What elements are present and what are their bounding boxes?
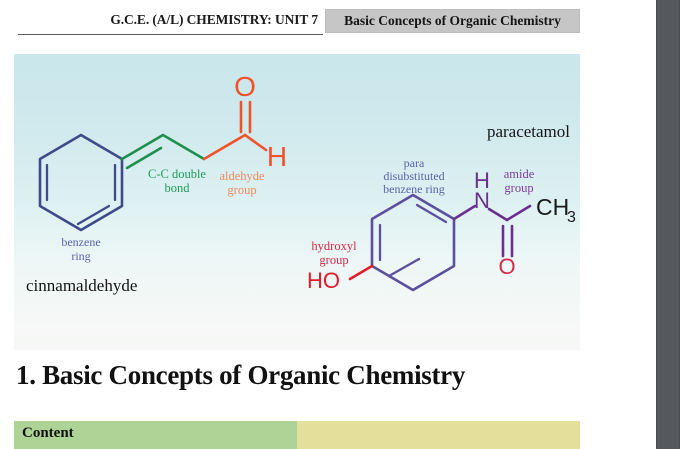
content-table-header-row: Content [14, 421, 580, 449]
svg-text:para: para [404, 156, 425, 170]
svg-text:amide: amide [504, 167, 535, 181]
molecule-cinnamaldehyde: O H benzene ring C-C double bond aldehyd… [26, 71, 287, 295]
annotation-cc-double-bond: C-C double bond [148, 167, 206, 195]
annotation-amide-group: amide group [504, 167, 535, 195]
svg-text:bond: bond [165, 181, 191, 195]
svg-text:3: 3 [567, 209, 576, 226]
svg-text:disubstituted: disubstituted [383, 169, 444, 183]
atom-label-amide-oxygen: O [498, 254, 515, 279]
molecule-name-paracetamol: paracetamol [487, 122, 570, 141]
amide-group-skeleton [452, 204, 532, 258]
annotation-hydroxyl-group: hydroxyl group [311, 239, 357, 267]
annotation-benzene-ring: benzene ring [61, 235, 100, 263]
atom-label-amide-nitrogen: N [474, 188, 490, 213]
atom-label-aldehyde-hydrogen: H [267, 141, 287, 172]
content-cell-value [297, 421, 580, 449]
annotation-para-benzene-ring: para disubstituted benzene ring [383, 156, 445, 196]
para-benzene-ring-skeleton [370, 193, 456, 292]
svg-text:C-C double: C-C double [148, 167, 206, 181]
svg-text:group: group [319, 253, 348, 267]
atom-label-carbonyl-oxygen: O [234, 71, 256, 102]
content-cell-label: Content [14, 421, 297, 449]
svg-text:group: group [504, 181, 533, 195]
document-page: G.C.E. (A/L) CHEMISTRY: UNIT 7 Basic Con… [0, 8, 600, 449]
page-title: 1. Basic Concepts of Organic Chemistry [16, 360, 466, 390]
molecule-diagram-svg: O H benzene ring C-C double bond aldehyd… [26, 71, 576, 295]
header-unit-label: G.C.E. (A/L) CHEMISTRY: UNIT 7 [110, 12, 318, 27]
atom-label-amide-hydrogen: H [474, 168, 490, 193]
aldehyde-group-skeleton [202, 100, 268, 161]
molecule-name-cinnamaldehyde: cinnamaldehyde [26, 276, 137, 295]
scrollbar-thumb[interactable] [657, 0, 679, 449]
benzene-ring-inner-bonds [45, 163, 117, 226]
svg-text:ring: ring [71, 249, 90, 263]
cc-double-bond-skeleton [120, 133, 206, 170]
content-label: Content [22, 425, 74, 441]
header-topic-chip: Basic Concepts of Organic Chemistry [325, 9, 580, 33]
document-header: G.C.E. (A/L) CHEMISTRY: UNIT 7 [0, 8, 600, 36]
svg-text:benzene ring: benzene ring [383, 182, 445, 196]
svg-text:benzene: benzene [61, 235, 100, 249]
chemistry-structures-figure: O H benzene ring C-C double bond aldehyd… [14, 54, 580, 350]
svg-text:hydroxyl: hydroxyl [311, 239, 357, 253]
atom-label-hydroxyl-ho: HO [307, 268, 340, 293]
annotation-aldehyde-group: aldehyde group [219, 169, 265, 197]
hydroxyl-group-skeleton [348, 264, 374, 281]
svg-text:CH: CH [536, 194, 569, 220]
header-divider [18, 34, 323, 35]
header-topic-label: Basic Concepts of Organic Chemistry [344, 13, 561, 28]
benzene-ring-skeleton [38, 133, 124, 232]
svg-text:group: group [227, 183, 256, 197]
svg-text:aldehyde: aldehyde [219, 169, 265, 183]
molecule-paracetamol: HO H N O CH 3 para [307, 122, 576, 293]
atom-label-methyl-group: CH 3 [536, 194, 576, 226]
para-benzene-ring-inner-bonds [378, 203, 448, 278]
scrollbar-gutter[interactable] [656, 0, 680, 449]
